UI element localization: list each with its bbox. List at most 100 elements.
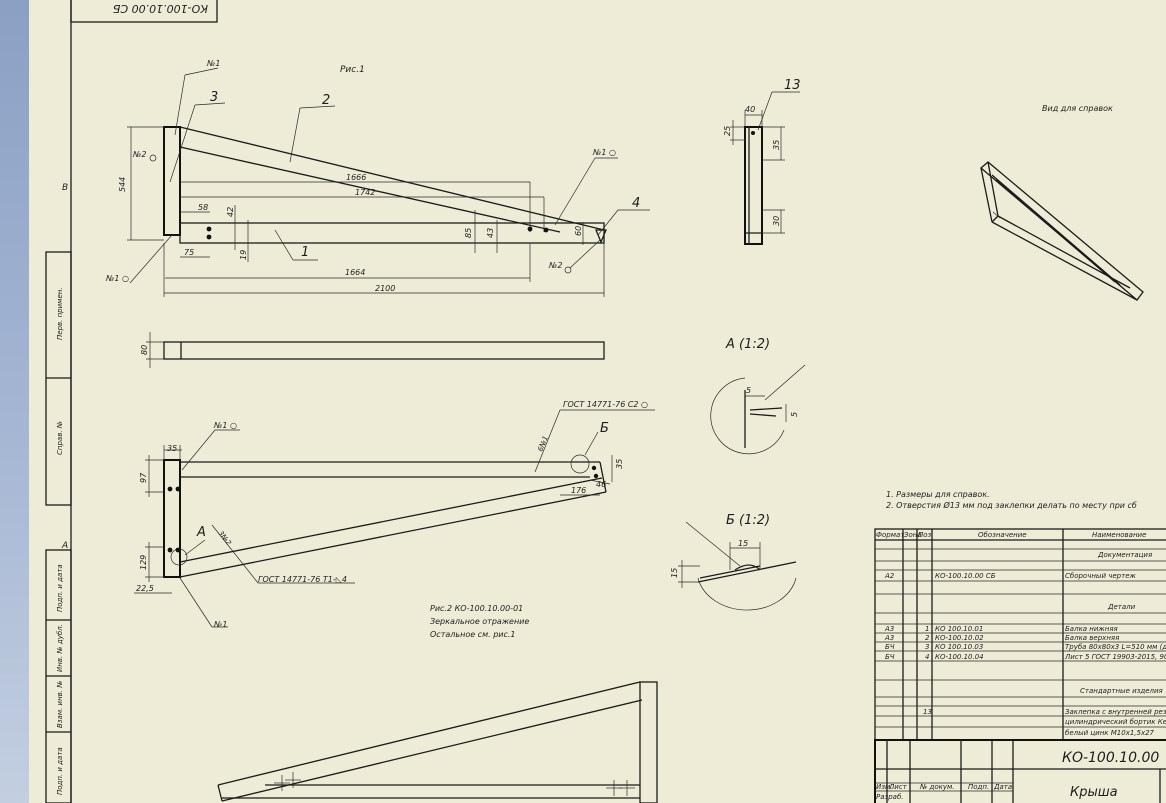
section-view-geometry[interactable] [730,91,800,245]
detail-a-title: А (1:2) [725,337,770,352]
spec-row-name: Лист 5 ГОСТ 19903-2015, 90х90 [1064,653,1166,661]
spec-header-pos: Поз. [918,531,934,539]
dim-60: 60 [574,226,583,236]
margin-label-vzam: Взам. инв. № [56,680,64,728]
spec-row-designation: КО 100.10.01 [935,625,983,633]
spec-row-pos: 4 [925,653,929,661]
dim-1742: 1742 [355,188,375,197]
spec-row-name: цилиндрический бортик Кеппле [1065,718,1166,726]
spec-row-format: БЧ [885,643,895,651]
weld-leg-6n1: 6№1 [536,435,549,453]
drawing-sheet[interactable]: КО-100.10.00 СБ B A Перв. примен. Справ.… [29,0,1166,803]
dim-176: 176 [571,486,586,495]
spec-row-section-docs: Документация [1097,551,1152,559]
view-1-part-1: 1 [301,245,309,260]
dim-1664: 1664 [345,268,365,277]
view-1-callout-n1-right: №1 ○ [592,148,616,157]
spec-row-name: Балка верхняя [1065,634,1119,642]
margin-label-perv: Перв. примен. [56,287,64,340]
lower-frame-view[interactable] [217,681,658,803]
view-1-callout-n1-bottom: №1 ○ [105,274,129,283]
view-1-geometry[interactable] [127,67,650,297]
dim-22-5: 22,5 [136,584,154,593]
stamp-code: КО-100.10.00 СБ [113,2,208,15]
weld-leg-3n2: 3№2 [216,529,233,547]
title-row-podp: Подп. [968,783,989,791]
detail-b-geometry[interactable] [678,521,797,611]
drawing-canvas[interactable]: КО-100.10.00 СБ B A Перв. примен. Справ.… [29,0,1166,803]
title-block-code: КО-100.10.00 [1062,750,1159,766]
view-2-callout-n1-bottom: №1 [213,620,227,629]
dim-35-section: 35 [772,140,781,150]
spec-row-name: Труба 80х80х3 L=510 мм (длина [1065,643,1166,651]
margin-label-sprav: Справ. № [56,421,64,455]
view-strip-geometry[interactable] [146,332,605,368]
dim-85: 85 [464,228,473,238]
dim-97: 97 [139,472,148,483]
title-block-name: Крыша [1070,785,1118,800]
weld-note-t1: ГОСТ 14771-76 Т1-◺4 [258,575,347,584]
spec-row-designation: КО 100.10.03 [935,643,983,651]
margin-label-podp1: Подп. и дата [56,564,64,612]
view-1-callout-4: 4 [632,196,640,211]
view-1-callout-3: 3 [210,90,218,105]
spec-row-pos: 1 [925,625,929,633]
view-1-callout-n2-bottom: №2 [548,261,562,270]
dim-35-right: 35 [615,459,624,469]
view-2-caption-2: Зеркальное отражение [430,617,529,626]
spec-row-pos: 13 [923,708,932,716]
dim-30: 30 [772,216,781,226]
dim-1666: 1666 [346,173,366,182]
detail-b-dim-15-top: 15 [738,539,748,548]
view-2-caption-1: Рис.2 КО-100.10.00-01 [430,604,523,613]
zone-label-a: A [61,541,68,551]
dim-80: 80 [140,345,149,355]
iso-view-geometry[interactable] [979,161,1144,301]
title-row-developer: Разраб. [876,793,904,801]
spec-row-name: Заклепка с внутренней резьбо [1065,708,1166,716]
dim-25: 25 [723,126,732,136]
margin-label-podp2: Подп. и дата [56,747,64,795]
spec-row-name: Балка нижняя [1065,625,1118,633]
iso-view-title: Вид для справок [1042,104,1113,113]
dim-129: 129 [139,555,148,570]
dim-40: 40 [745,105,755,114]
view-1-caption: Рис.1 [340,65,365,75]
dim-58: 58 [198,203,208,212]
zone-label-b: B [62,183,68,193]
view-2-callout-n1: №1 ○ [213,421,237,430]
spec-row-format: А3 [884,634,894,642]
title-row-doc: № докум. [919,783,955,791]
dim-43: 43 [486,228,495,238]
spec-row-designation: КО-100.10.00 СБ [935,572,996,580]
title-row-izm: Изм. [876,783,892,791]
spec-header-designation: Обозначение [978,531,1027,539]
note-2: 2. Отверстия Ø13 мм под заклепки делать … [886,500,1137,510]
detail-b-dim-15-side: 15 [670,568,679,578]
margin-label-inv-dubl: Инв. № дубл. [56,624,64,672]
spec-header-format: Формат [876,531,905,539]
spec-row-name: Сборочный чертеж [1065,572,1136,580]
sheet-frame [45,0,218,803]
dim-35-top: 35 [167,444,177,453]
title-row-date: Дата [993,783,1012,791]
dim-544: 544 [118,177,127,192]
title-row-list: Лист [888,783,908,791]
dim-75: 75 [184,248,194,257]
view-2-geometry[interactable] [134,409,655,628]
detail-a-geometry[interactable] [710,364,806,455]
view-1-callout-n2-left: №2 [132,150,146,159]
spec-header-name: Наименование [1092,531,1146,539]
weld-note-c2: ГОСТ 14771-76 С2 ○ [563,400,648,409]
detail-b-title: Б (1:2) [726,513,770,528]
view-2-callout-b: Б [600,421,609,436]
spec-row-pos: 3 [925,643,929,651]
title-block[interactable] [874,739,1166,803]
dim-2100: 2100 [375,284,395,293]
note-1: 1. Размеры для справок. [886,490,990,499]
view-2-callout-a: А [196,525,206,540]
spec-row-designation: КО-100.10.04 [935,653,984,661]
spec-row-section-parts: Детали [1107,603,1136,611]
spec-row-pos: 2 [925,634,930,642]
